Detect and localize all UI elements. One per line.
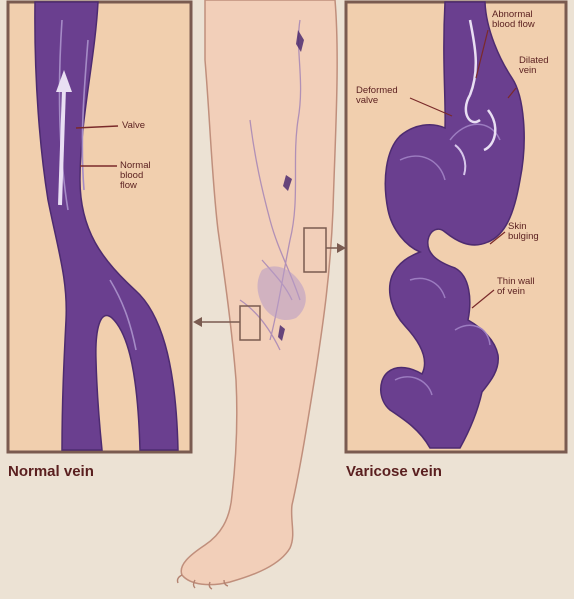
dilated-vein-label: Dilated vein [519,56,549,76]
abnormal-blood-flow-label: Abnormal blood flow [492,10,535,30]
normal-blood-flow-label: Normal blood flow [120,161,151,191]
thin-wall-of-vein-label: Thin wall of vein [497,277,535,297]
deformed-valve-label: Deformed valve [356,86,398,106]
normal-vein-connector-arrow [193,317,202,327]
leg-illustration [178,0,338,589]
varicose-vein-caption: Varicose vein [346,463,442,480]
normal-vein-panel [8,2,191,452]
valve-label: Valve [122,121,145,131]
skin-bulging-label: Skin bulging [508,222,539,242]
normal-vein-caption: Normal vein [8,463,94,480]
